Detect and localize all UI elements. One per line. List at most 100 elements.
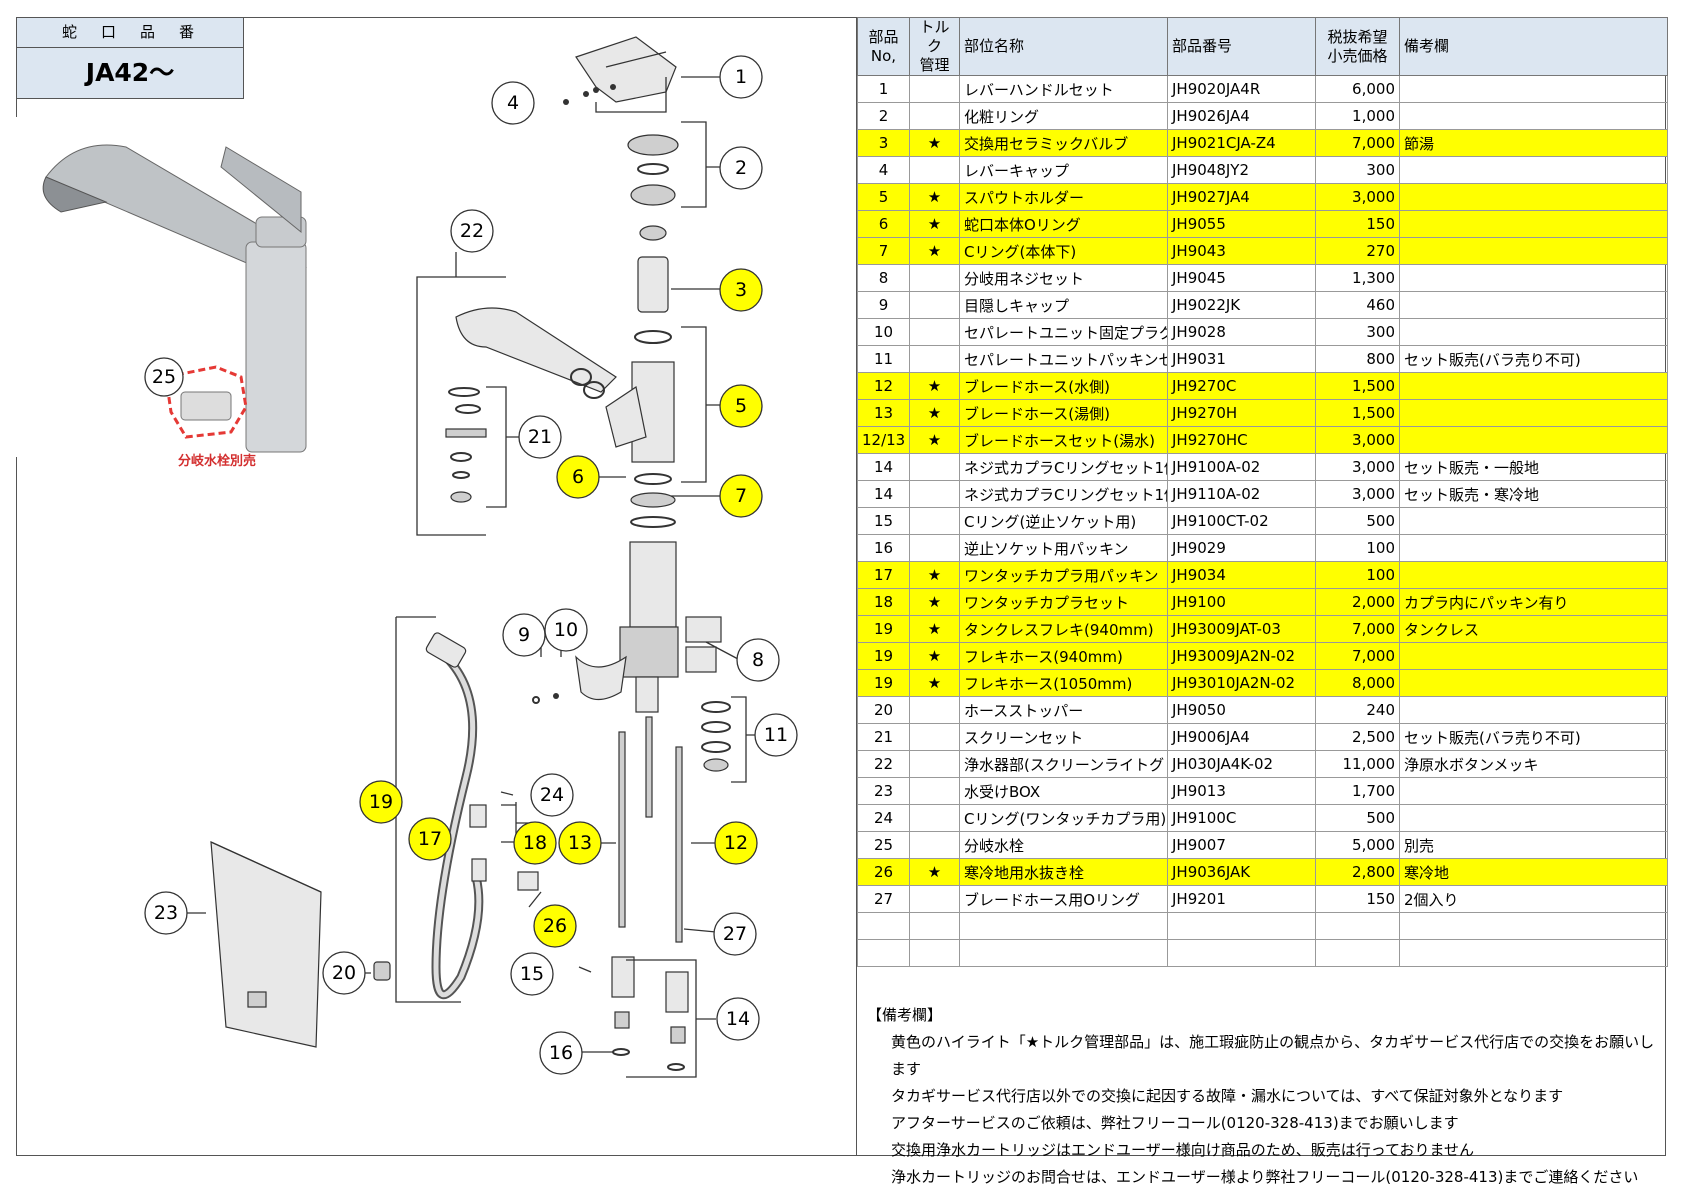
- cell-note: [1399, 777, 1668, 805]
- cell-name: ネジ式カプラCリングセット1個: [959, 480, 1168, 508]
- faucet-photo: 分岐水栓別売 25: [16, 117, 336, 469]
- cell-torque: ★: [909, 615, 960, 643]
- cell-note: 2個入り: [1399, 885, 1668, 913]
- svg-text:13: 13: [568, 832, 592, 854]
- cell-part-number: JH9043: [1167, 237, 1316, 265]
- table-row: [857, 912, 1668, 940]
- cell-no: 24: [857, 804, 910, 832]
- cell-price: 150: [1315, 210, 1400, 238]
- callout-24: 24: [530, 773, 574, 817]
- cell-price: [1315, 912, 1400, 940]
- cell-name: Cリング(ワンタッチカプラ用): [959, 804, 1168, 832]
- cell-no: 19: [857, 642, 910, 670]
- cell-torque: ★: [909, 399, 960, 427]
- cell-no: 16: [857, 534, 910, 562]
- cell-note: セット販売・一般地: [1399, 453, 1668, 481]
- cell-note: カプラ内にパッキン有り: [1399, 588, 1668, 616]
- cell-price: 300: [1315, 156, 1400, 184]
- cell-no: 12: [857, 372, 910, 400]
- cell-name: 逆止ソケット用パッキン: [959, 534, 1168, 562]
- callout-11: 11: [754, 713, 798, 757]
- cell-torque: [909, 534, 960, 562]
- callout-2: 2: [719, 146, 763, 190]
- cell-note: [1399, 804, 1668, 832]
- cell-part-number: JH9100A-02: [1167, 453, 1316, 481]
- cell-name: ホースストッパー: [959, 696, 1168, 724]
- cell-part-number: JH9022JK: [1167, 291, 1316, 319]
- header-torque: トルク 管理: [909, 17, 960, 76]
- table-row: 11セパレートユニットパッキンセットJH9031800セット販売(バラ売り不可): [857, 345, 1668, 373]
- cell-torque: [909, 831, 960, 859]
- cell-torque: ★: [909, 210, 960, 238]
- cell-part-number: JH9034: [1167, 561, 1316, 589]
- cell-note: [1399, 642, 1668, 670]
- cell-no: 9: [857, 291, 910, 319]
- table-row: [857, 939, 1668, 967]
- table-header-row: 部品 No, トルク 管理 部位名称 部品番号 税抜希望 小売価格 備考欄: [857, 17, 1668, 76]
- cell-torque: ★: [909, 183, 960, 211]
- cell-no: 8: [857, 264, 910, 292]
- lever-handle-part: [575, 36, 677, 103]
- cell-torque: ★: [909, 669, 960, 697]
- svg-text:2: 2: [735, 157, 747, 179]
- cell-torque: [909, 723, 960, 751]
- callout-10: 10: [544, 608, 588, 652]
- cell-name: 分岐用ネジセット: [959, 264, 1168, 292]
- cell-note: [1399, 102, 1668, 130]
- cell-part-number: JH9270HC: [1167, 426, 1316, 454]
- cell-name: フレキホース(940mm): [959, 642, 1168, 670]
- cell-part-number: JH9045: [1167, 264, 1316, 292]
- cell-name: 分岐水栓: [959, 831, 1168, 859]
- cell-note: [1399, 534, 1668, 562]
- faucet-model-number: JA42〜: [85, 58, 175, 87]
- cell-part-number: JH9055: [1167, 210, 1316, 238]
- cell-no: 18: [857, 588, 910, 616]
- cell-price: 270: [1315, 237, 1400, 265]
- cell-torque: [909, 345, 960, 373]
- cell-torque: [909, 912, 960, 940]
- parts-table-panel: 部品 No, トルク 管理 部位名称 部品番号 税抜希望 小売価格 備考欄 1 レ…: [856, 17, 1668, 1186]
- cell-note: [1399, 399, 1668, 427]
- cell-part-number: JH9026JA4: [1167, 102, 1316, 130]
- notes-line: 浄水カートリッジのお問合せは、エンドユーザー様より弊社フリーコール(0120-3…: [891, 1168, 1639, 1186]
- exploded-parts-diagram: 分岐水栓別売 25: [16, 36, 798, 1078]
- cell-torque: [909, 480, 960, 508]
- cell-part-number: JH9027JA4: [1167, 183, 1316, 211]
- cell-no: [857, 912, 910, 940]
- cell-no: 14: [857, 480, 910, 508]
- svg-text:27: 27: [723, 923, 747, 945]
- cell-name: レバーキャップ: [959, 156, 1168, 184]
- cell-note: [1399, 426, 1668, 454]
- cell-part-number: [1167, 912, 1316, 940]
- cell-note: [1399, 210, 1668, 238]
- svg-text:26: 26: [543, 915, 567, 937]
- svg-text:1: 1: [735, 66, 747, 88]
- faucet-model-box: 蛇口品番 JA42〜: [16, 17, 244, 99]
- cell-name: ブレードホース(湯側): [959, 399, 1168, 427]
- cell-price: 2,500: [1315, 723, 1400, 751]
- svg-text:4: 4: [507, 92, 519, 114]
- cell-torque: [909, 777, 960, 805]
- cell-no: 13: [857, 399, 910, 427]
- cell-price: 1,000: [1315, 102, 1400, 130]
- cell-no: 1: [857, 75, 910, 103]
- couplers-part: [578, 956, 689, 1071]
- cell-name: 目隠しキャップ: [959, 291, 1168, 319]
- cell-no: 2: [857, 102, 910, 130]
- cell-part-number: JH9007: [1167, 831, 1316, 859]
- cell-note: [1399, 183, 1668, 211]
- cell-price: 240: [1315, 696, 1400, 724]
- cell-no: 6: [857, 210, 910, 238]
- cell-no: 5: [857, 183, 910, 211]
- cell-no: 4: [857, 156, 910, 184]
- cell-part-number: JH9031: [1167, 345, 1316, 373]
- cell-name: ワンタッチカプラセット: [959, 588, 1168, 616]
- notes-line: 黄色のハイライト「★トルク管理部品」は、施工瑕疵防止の観点から、タカギサービス代…: [891, 1033, 1655, 1078]
